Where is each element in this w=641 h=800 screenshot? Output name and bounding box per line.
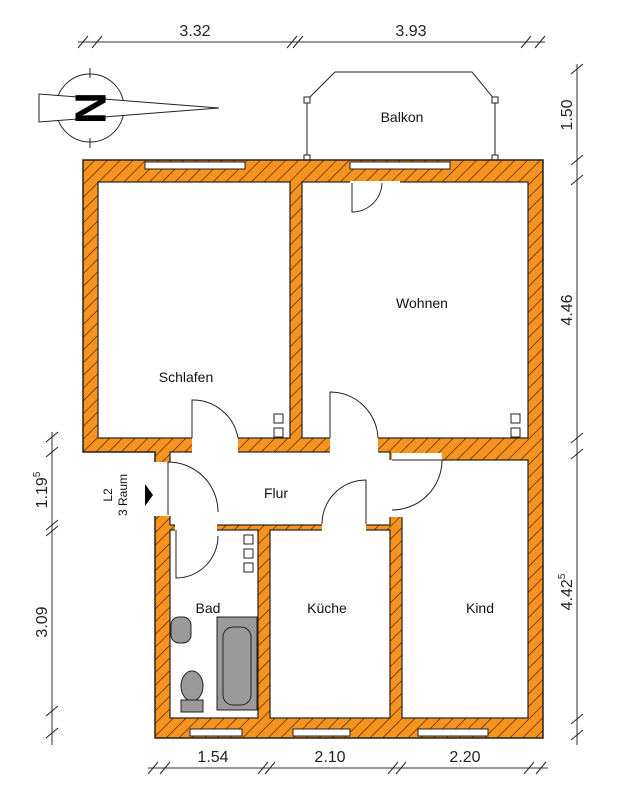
entrance-label-2: 3 Raum [116,474,130,516]
dim-right-2: 4.46 [559,294,576,325]
windows [144,161,489,737]
sink-icon [170,616,192,644]
balcony: Balkon [303,71,499,162]
dim-bottom-2: 2.10 [314,749,345,766]
bathtub-icon [216,616,258,711]
room-label-kueche: Küche [307,600,347,616]
room-label-flur: Flur [264,485,288,501]
room-label-kind: Kind [466,600,494,616]
toilet-icon [180,670,204,713]
dim-right-1: 1.50 [559,99,576,130]
dim-bottom-1: 1.54 [197,749,228,766]
doors [167,182,443,579]
dimension-bottom: 1.54 2.10 2.20 [147,749,548,775]
dim-right-3: 4.425 [557,573,576,610]
room-kind [401,459,529,719]
dim-left-2: 3.09 [34,606,51,637]
chimney-shafts [243,413,521,573]
room-label-wohnen: Wohnen [396,295,448,311]
entrance-marker: L2 3 Raum [101,474,153,516]
dimension-top: 3.32 3.93 [77,23,546,49]
dim-top-2: 3.93 [395,23,426,40]
dimension-left: 1.195 3.09 [32,431,59,745]
dim-left-1: 1.195 [32,471,51,508]
room-label-balkon: Balkon [381,109,424,125]
dim-top-1: 3.32 [179,23,210,40]
room-label-schlafen: Schlafen [159,369,213,385]
dimension-right: 1.50 4.46 4.425 [557,63,584,745]
compass-letter: N [66,92,115,124]
entrance-label-1: L2 [101,488,115,502]
room-schlafen [97,181,291,439]
room-kueche [269,529,391,719]
dim-bottom-3: 2.20 [449,749,480,766]
room-label-bad: Bad [196,600,221,616]
north-arrow-icon: N [38,68,220,148]
room-wohnen [301,181,529,439]
